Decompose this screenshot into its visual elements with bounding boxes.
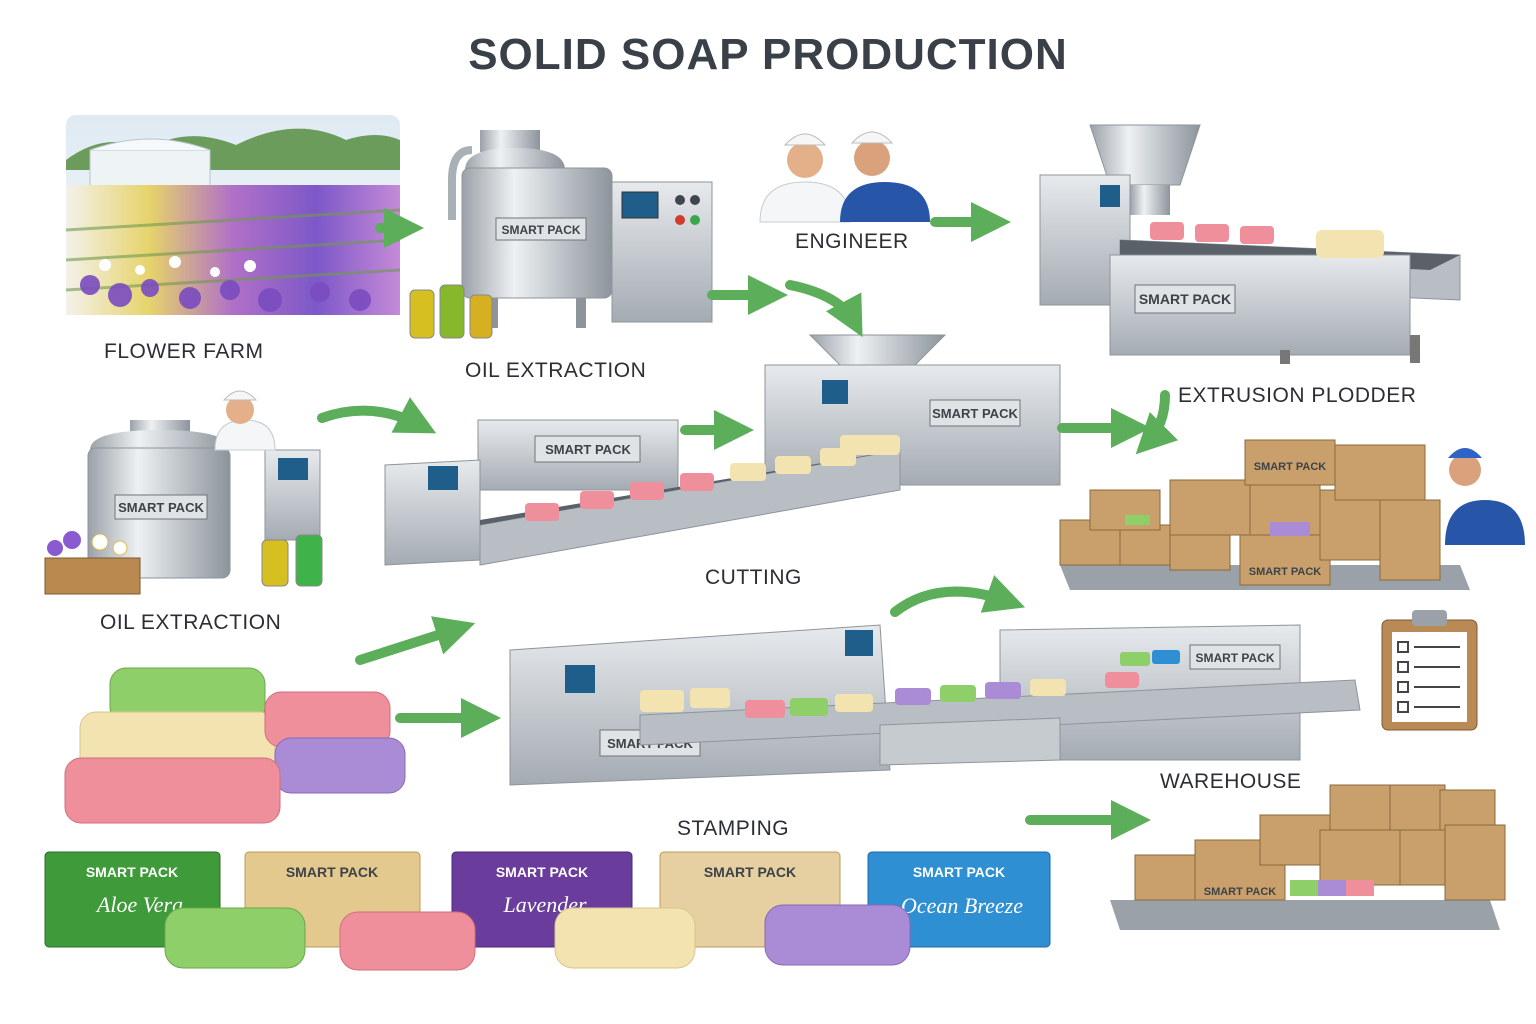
stamping-machine: SMART PACK SMART PACK [509, 624, 1361, 786]
flow-arrows [317, 202, 1179, 840]
smart-pack-plate: SMART PACK [545, 442, 631, 457]
engineers-illustration [759, 131, 930, 223]
smart-pack-label: SMART PACK [1249, 566, 1322, 578]
label-oil-extraction-left: OIL EXTRACTION [100, 611, 282, 634]
svg-text:Ocean Breeze: Ocean Breeze [901, 893, 1023, 918]
label-stamping: STAMPING [677, 817, 790, 840]
arrow-plodder-to-warehouse [1135, 390, 1179, 455]
arrow-stamping-to-warehouse-a [890, 575, 1026, 617]
flower-farm-illustration [65, 115, 401, 315]
cutting-machine: SMART PACK SMART PACK [384, 334, 1061, 566]
svg-text:SMART PACK: SMART PACK [704, 864, 796, 880]
warehouse-pallet-bottom: SMART PACK [1110, 784, 1506, 930]
label-warehouse: WAREHOUSE [1160, 770, 1302, 793]
warehouse-pallet-top: SMART PACK SMART PACK [1059, 439, 1525, 590]
soap-bars-row [525, 435, 900, 521]
smart-pack-plate: SMART PACK [1139, 291, 1231, 307]
arrow-oil-to-cutting-b [785, 280, 863, 338]
oil-extraction-tank-left: SMART PACK [44, 390, 323, 595]
smart-pack-label: SMART PACK [1204, 886, 1277, 898]
smart-pack-plate: SMART PACK [932, 406, 1018, 421]
extrusion-plodder-machine: SMART PACK [1039, 124, 1461, 364]
svg-text:SMART PACK: SMART PACK [286, 864, 378, 880]
oil-extraction-tank-top: SMART PACK [409, 130, 713, 339]
smart-pack-plate: SMART PACK [1195, 651, 1274, 665]
wrapped-soap-products: SMART PACK Aloe Vera SMART PACK SMART PA… [44, 851, 1051, 971]
smart-pack-plate: SMART PACK [118, 500, 204, 515]
svg-text:SMART PACK: SMART PACK [913, 864, 1005, 880]
label-extrusion-plodder: EXTRUSION PLODDER [1178, 384, 1417, 407]
smart-pack-plate: SMART PACK [501, 223, 580, 237]
wrapper-ocean-breeze: SMART PACK Ocean Breeze [867, 851, 1051, 948]
label-flower-farm: FLOWER FARM [104, 340, 264, 363]
arrow-tank-to-cutting [317, 397, 437, 434]
smart-pack-label: SMART PACK [1254, 461, 1327, 473]
soap-bars-row [1150, 222, 1384, 258]
label-engineer: ENGINEER [795, 230, 909, 253]
label-oil-extraction-top: OIL EXTRACTION [465, 359, 647, 382]
loose-soap-bars [164, 904, 911, 971]
page-title: SOLID SOAP PRODUCTION [468, 30, 1068, 79]
svg-text:SMART PACK: SMART PACK [496, 864, 588, 880]
svg-text:Aloe Vera: Aloe Vera [95, 892, 183, 917]
clipboard-checklist-icon [1381, 610, 1478, 731]
arrow-to-stamping-a [355, 616, 476, 665]
soap-bars-row [640, 650, 1180, 718]
svg-text:SMART PACK: SMART PACK [86, 864, 178, 880]
oil-bottles-icon [409, 284, 493, 339]
soap-bar-stack [64, 667, 406, 824]
label-cutting: CUTTING [705, 566, 802, 589]
